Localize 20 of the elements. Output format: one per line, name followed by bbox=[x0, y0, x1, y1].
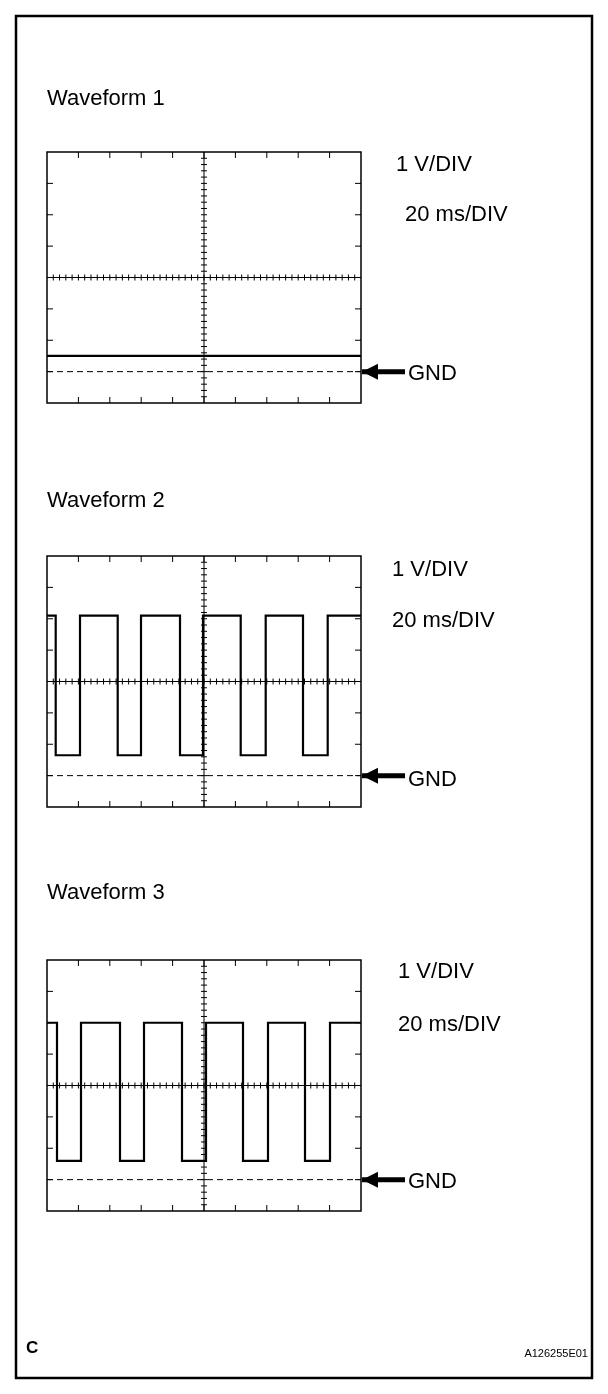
voltage-scale: 1 V/DIV bbox=[398, 958, 474, 984]
ground-label: GND bbox=[408, 360, 457, 386]
ground-label: GND bbox=[408, 1168, 457, 1194]
voltage-scale: 1 V/DIV bbox=[392, 556, 468, 582]
waveform-title: Waveform 1 bbox=[47, 85, 165, 111]
arrow bbox=[362, 1171, 405, 1188]
time-scale: 20 ms/DIV bbox=[392, 607, 495, 633]
oscilloscope-waveform-drawing bbox=[46, 151, 362, 404]
arrow bbox=[362, 767, 405, 784]
waveform-title: Waveform 2 bbox=[47, 487, 165, 513]
figure-code: A126255E01 bbox=[524, 1347, 588, 1360]
waveform-title: Waveform 3 bbox=[47, 879, 165, 905]
oscilloscope-waveform-drawing bbox=[46, 959, 362, 1212]
voltage-scale: 1 V/DIV bbox=[396, 151, 472, 177]
oscilloscope-waveform-drawing bbox=[46, 555, 362, 808]
section-letter: C bbox=[26, 1338, 39, 1358]
time-scale: 20 ms/DIV bbox=[398, 1011, 501, 1037]
time-scale: 20 ms/DIV bbox=[405, 201, 508, 227]
ground-label: GND bbox=[408, 766, 457, 792]
arrow bbox=[362, 363, 405, 380]
